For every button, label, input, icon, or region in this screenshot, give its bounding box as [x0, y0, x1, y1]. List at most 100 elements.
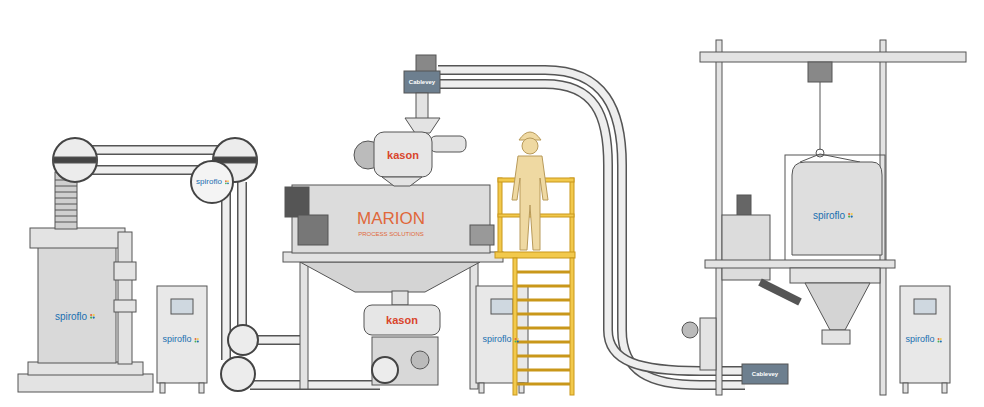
bearing — [470, 225, 494, 245]
gearbox — [298, 215, 328, 245]
logo-dot — [517, 338, 519, 340]
bellows-folds — [55, 180, 77, 222]
lower-sifter — [364, 305, 440, 335]
brand-tagline: PROCESS SOLUTIONS — [358, 231, 424, 238]
cablevey-box — [742, 364, 788, 384]
logo-dot — [848, 213, 850, 215]
cable-conveyor-tube — [438, 70, 745, 385]
pulley — [191, 161, 233, 203]
logo-mark — [90, 314, 95, 319]
logo-dot — [515, 340, 517, 342]
pulley-bar — [53, 157, 97, 163]
brand-logo: spiroflo — [905, 335, 934, 345]
logo-dot — [851, 216, 853, 218]
logo-dot — [517, 340, 519, 342]
fitting — [114, 262, 136, 280]
logo-mark — [515, 338, 519, 342]
outlet-pipe — [430, 136, 466, 152]
bag-loops — [800, 154, 860, 162]
pulley — [221, 357, 255, 391]
logo-mark — [938, 338, 942, 342]
logo-dot — [195, 338, 197, 340]
vent-pipe — [760, 282, 800, 302]
logo-dot — [938, 338, 940, 340]
sifter-outlet — [382, 177, 422, 186]
valve — [411, 351, 429, 369]
frame-post — [716, 40, 722, 395]
base-plate — [18, 374, 153, 392]
valve — [822, 330, 850, 344]
infeed-motor — [682, 322, 698, 338]
panel-foot — [903, 383, 908, 393]
motor — [737, 195, 751, 217]
mixer-leg — [300, 262, 308, 389]
logo-dot — [515, 338, 517, 340]
logo-dot — [227, 182, 229, 184]
logo-dot — [940, 340, 942, 342]
logo-dot — [195, 340, 197, 342]
pulley — [53, 138, 97, 182]
logo-mark — [848, 213, 853, 218]
cablevey-box — [404, 71, 440, 93]
bulk-bag — [792, 162, 882, 255]
bag-frame — [785, 155, 885, 265]
connector — [392, 291, 408, 305]
hoist-line — [820, 82, 821, 150]
brand-name: MARION — [357, 210, 425, 229]
fitting — [114, 300, 136, 312]
control-panel — [157, 286, 207, 383]
brand-logo: spiroflo — [196, 178, 222, 187]
logo-dot — [90, 314, 92, 316]
sifter-body — [374, 132, 432, 177]
logo-dot — [938, 340, 940, 342]
brand-logo: spiroflo — [482, 335, 511, 345]
logo-dot — [225, 180, 227, 182]
rotor — [372, 357, 398, 383]
motor — [285, 187, 309, 217]
logo-dot — [848, 216, 850, 218]
logo-dot — [225, 182, 227, 184]
brand-logo: spiroflo — [813, 210, 845, 221]
brand-logo: kason — [387, 149, 419, 161]
discharge-cone — [805, 283, 870, 330]
brand-plate: Cablevey — [409, 79, 435, 86]
control-panel — [900, 286, 950, 383]
brand-logo: spiroflo — [55, 311, 87, 322]
logo-dot — [90, 317, 92, 319]
logo-dot — [851, 213, 853, 215]
hoist — [808, 62, 832, 82]
cone — [405, 118, 440, 133]
feeder — [372, 337, 438, 385]
logo-mark — [195, 338, 199, 342]
discharge-hopper — [790, 268, 880, 283]
panel-screen — [914, 299, 936, 314]
panel-screen — [491, 299, 513, 314]
drop-pipe — [416, 93, 428, 119]
dust-collector — [722, 215, 770, 280]
logo-dot — [940, 338, 942, 340]
brand-plate: Cablevey — [752, 371, 778, 378]
pulley — [228, 325, 258, 355]
mixer-hopper — [300, 262, 480, 292]
drive-unit — [416, 55, 436, 72]
hoist-beam — [700, 52, 966, 62]
logo-dot — [93, 317, 95, 319]
frame-post — [118, 232, 132, 364]
panel-screen — [171, 299, 193, 314]
infeed — [700, 318, 716, 370]
hook — [816, 149, 824, 157]
bag-dump-body — [38, 245, 116, 363]
mixer-trough — [292, 185, 490, 253]
brand-logo: kason — [386, 314, 418, 326]
logo-mark — [225, 180, 229, 184]
operator-figure — [512, 132, 548, 250]
bag-dump-hood — [30, 228, 125, 248]
logo-dot — [93, 314, 95, 316]
logo-dot — [197, 340, 199, 342]
panel-foot — [199, 383, 204, 393]
panel-foot — [160, 383, 165, 393]
logo-dot — [197, 338, 199, 340]
panel-foot — [479, 383, 484, 393]
panel-foot — [942, 383, 947, 393]
